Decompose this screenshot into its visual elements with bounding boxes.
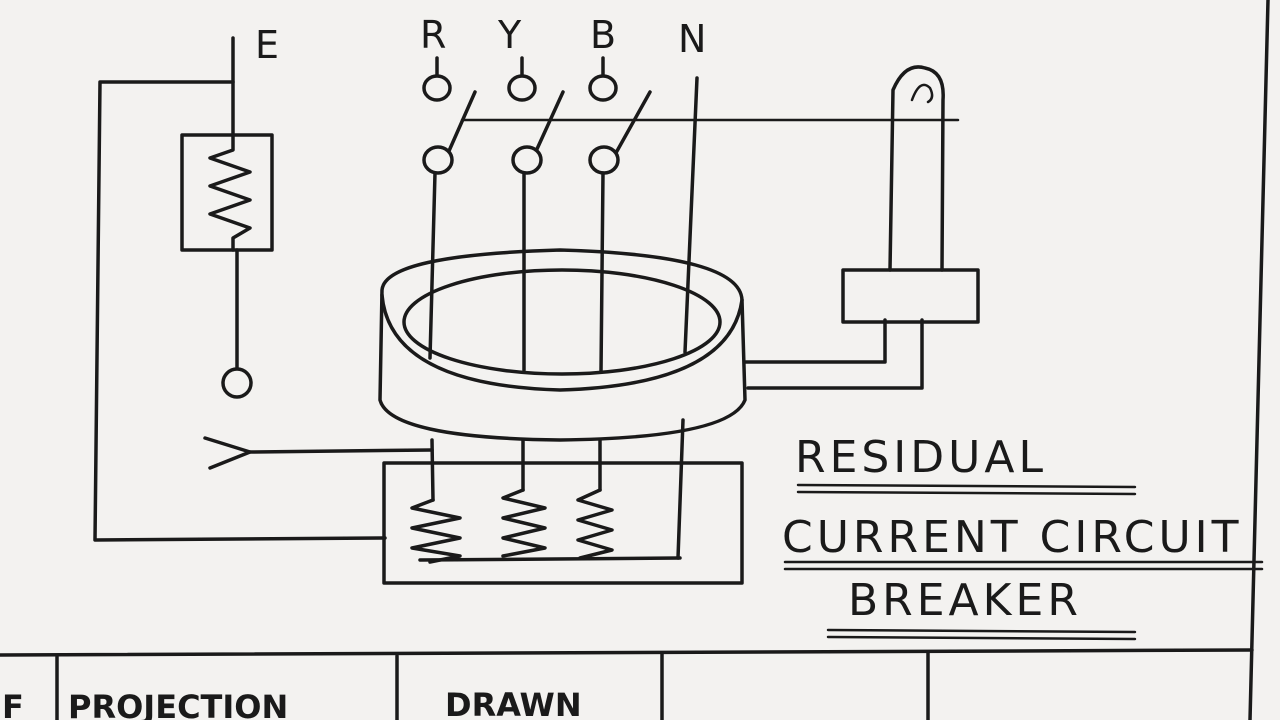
table-cell-2: PROJECTION bbox=[68, 688, 288, 720]
sensing-wire-1 bbox=[743, 318, 887, 364]
title-underline-3b bbox=[826, 635, 1137, 641]
terminal-y-bottom bbox=[511, 145, 543, 175]
core-outer bbox=[378, 248, 747, 442]
core-inner-opening bbox=[402, 268, 722, 376]
terminal-b-bottom bbox=[588, 145, 620, 175]
conductors bbox=[428, 76, 699, 560]
title-underline-3a bbox=[826, 628, 1137, 634]
title-underline-1a bbox=[796, 483, 1137, 489]
trip-plunger bbox=[888, 65, 945, 272]
core-rim bbox=[380, 293, 744, 392]
terminal-r-bottom bbox=[422, 145, 454, 175]
sheet-right-border bbox=[1248, 0, 1270, 720]
plunger-tip bbox=[910, 83, 934, 104]
test-button-icon bbox=[203, 436, 252, 470]
main-switches bbox=[422, 56, 960, 175]
test-terminal bbox=[221, 367, 253, 399]
load bbox=[382, 461, 744, 585]
earth-return-wire bbox=[93, 80, 387, 542]
switch-y-blade bbox=[530, 90, 565, 162]
conductor-r-out bbox=[430, 438, 435, 502]
title-line-2: CURRENT CIRCUIT bbox=[782, 512, 1243, 563]
load-coil-b-icon bbox=[576, 488, 614, 560]
conductor-n-out bbox=[676, 418, 685, 560]
toroidal-core bbox=[378, 248, 747, 442]
table-cell-3: DRAWN bbox=[445, 686, 582, 720]
sensing-wire-2 bbox=[746, 318, 924, 390]
terminal-b-top bbox=[588, 74, 618, 102]
terminal-y-top bbox=[507, 74, 537, 102]
load-box bbox=[382, 461, 744, 585]
trip-relay bbox=[841, 65, 980, 324]
title-line-3: BREAKER bbox=[848, 575, 1082, 626]
title-line-1: RESIDUAL bbox=[795, 432, 1047, 483]
table-cell-1: F bbox=[2, 688, 24, 720]
test-resistor-box bbox=[180, 133, 274, 252]
conductor-r bbox=[428, 171, 437, 360]
title-block-table bbox=[0, 648, 1254, 720]
test-button-wire bbox=[248, 448, 434, 454]
table-top-border bbox=[0, 648, 1254, 657]
phase-b-label: B bbox=[590, 13, 616, 57]
switch-r-blade bbox=[443, 90, 477, 162]
test-resistor-icon bbox=[208, 133, 252, 252]
earth-label: E bbox=[255, 23, 279, 67]
conductor-n bbox=[683, 76, 699, 354]
neutral-label: N bbox=[678, 17, 706, 61]
trip-coil-box bbox=[841, 268, 980, 324]
load-coil-r-icon bbox=[410, 498, 462, 564]
title-underline-1b bbox=[796, 490, 1137, 496]
terminal-r-top bbox=[422, 74, 452, 102]
load-coil-y-icon bbox=[501, 488, 547, 558]
earth-circuit bbox=[93, 36, 434, 542]
phase-y-label: Y bbox=[497, 13, 522, 57]
load-common-line bbox=[418, 556, 682, 562]
phase-r-label: R bbox=[420, 13, 446, 57]
switch-b-blade bbox=[610, 90, 652, 162]
